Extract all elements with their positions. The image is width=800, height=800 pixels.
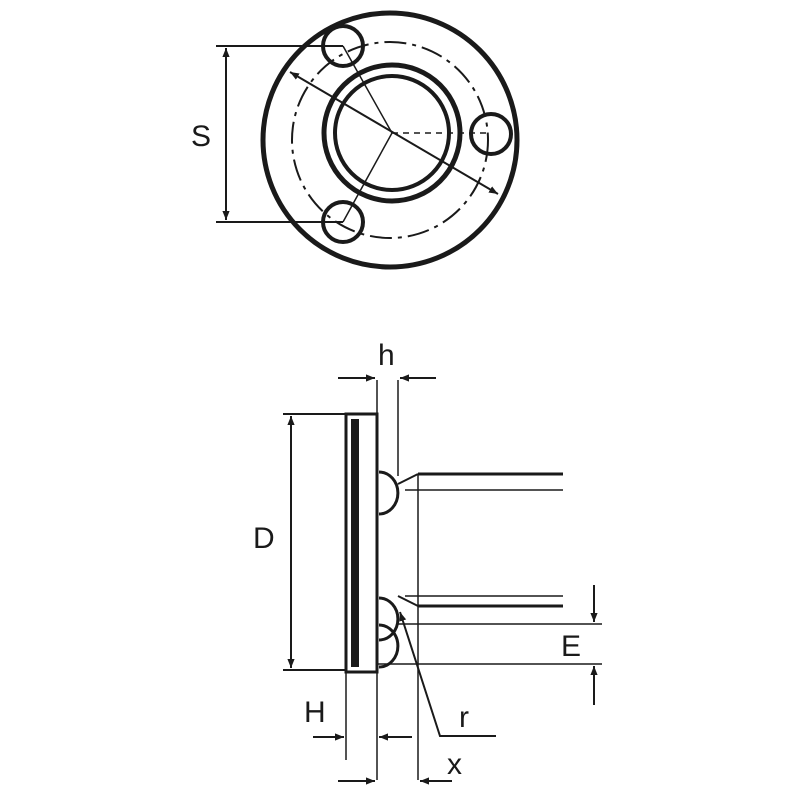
top-view: S xyxy=(191,10,520,270)
label-e: E xyxy=(561,630,581,663)
bolt-hole-right xyxy=(469,112,513,156)
flange-outer-circle xyxy=(260,10,520,270)
weld-bead-lower xyxy=(378,623,400,669)
label-s: S xyxy=(191,120,211,153)
pipe-bevel-lower xyxy=(397,595,419,607)
flange-plate-thick-edge xyxy=(351,419,359,667)
side-view: E D h H x r xyxy=(253,339,602,785)
label-h: h xyxy=(378,339,395,372)
label-big-h: H xyxy=(304,696,326,729)
weld-bead-upper xyxy=(378,470,400,516)
label-d: D xyxy=(253,522,275,555)
pipe-bevel-upper xyxy=(397,473,419,485)
centerline-top-hole xyxy=(342,45,393,134)
bolt-circle-diameter-arrow xyxy=(289,71,499,195)
r-leader xyxy=(399,611,496,737)
centerline-bottom-hole xyxy=(342,132,393,223)
label-x: x xyxy=(447,748,462,781)
label-r: r xyxy=(459,701,469,734)
flange-plate xyxy=(344,412,379,674)
weld-bead-lower-top xyxy=(378,596,400,642)
